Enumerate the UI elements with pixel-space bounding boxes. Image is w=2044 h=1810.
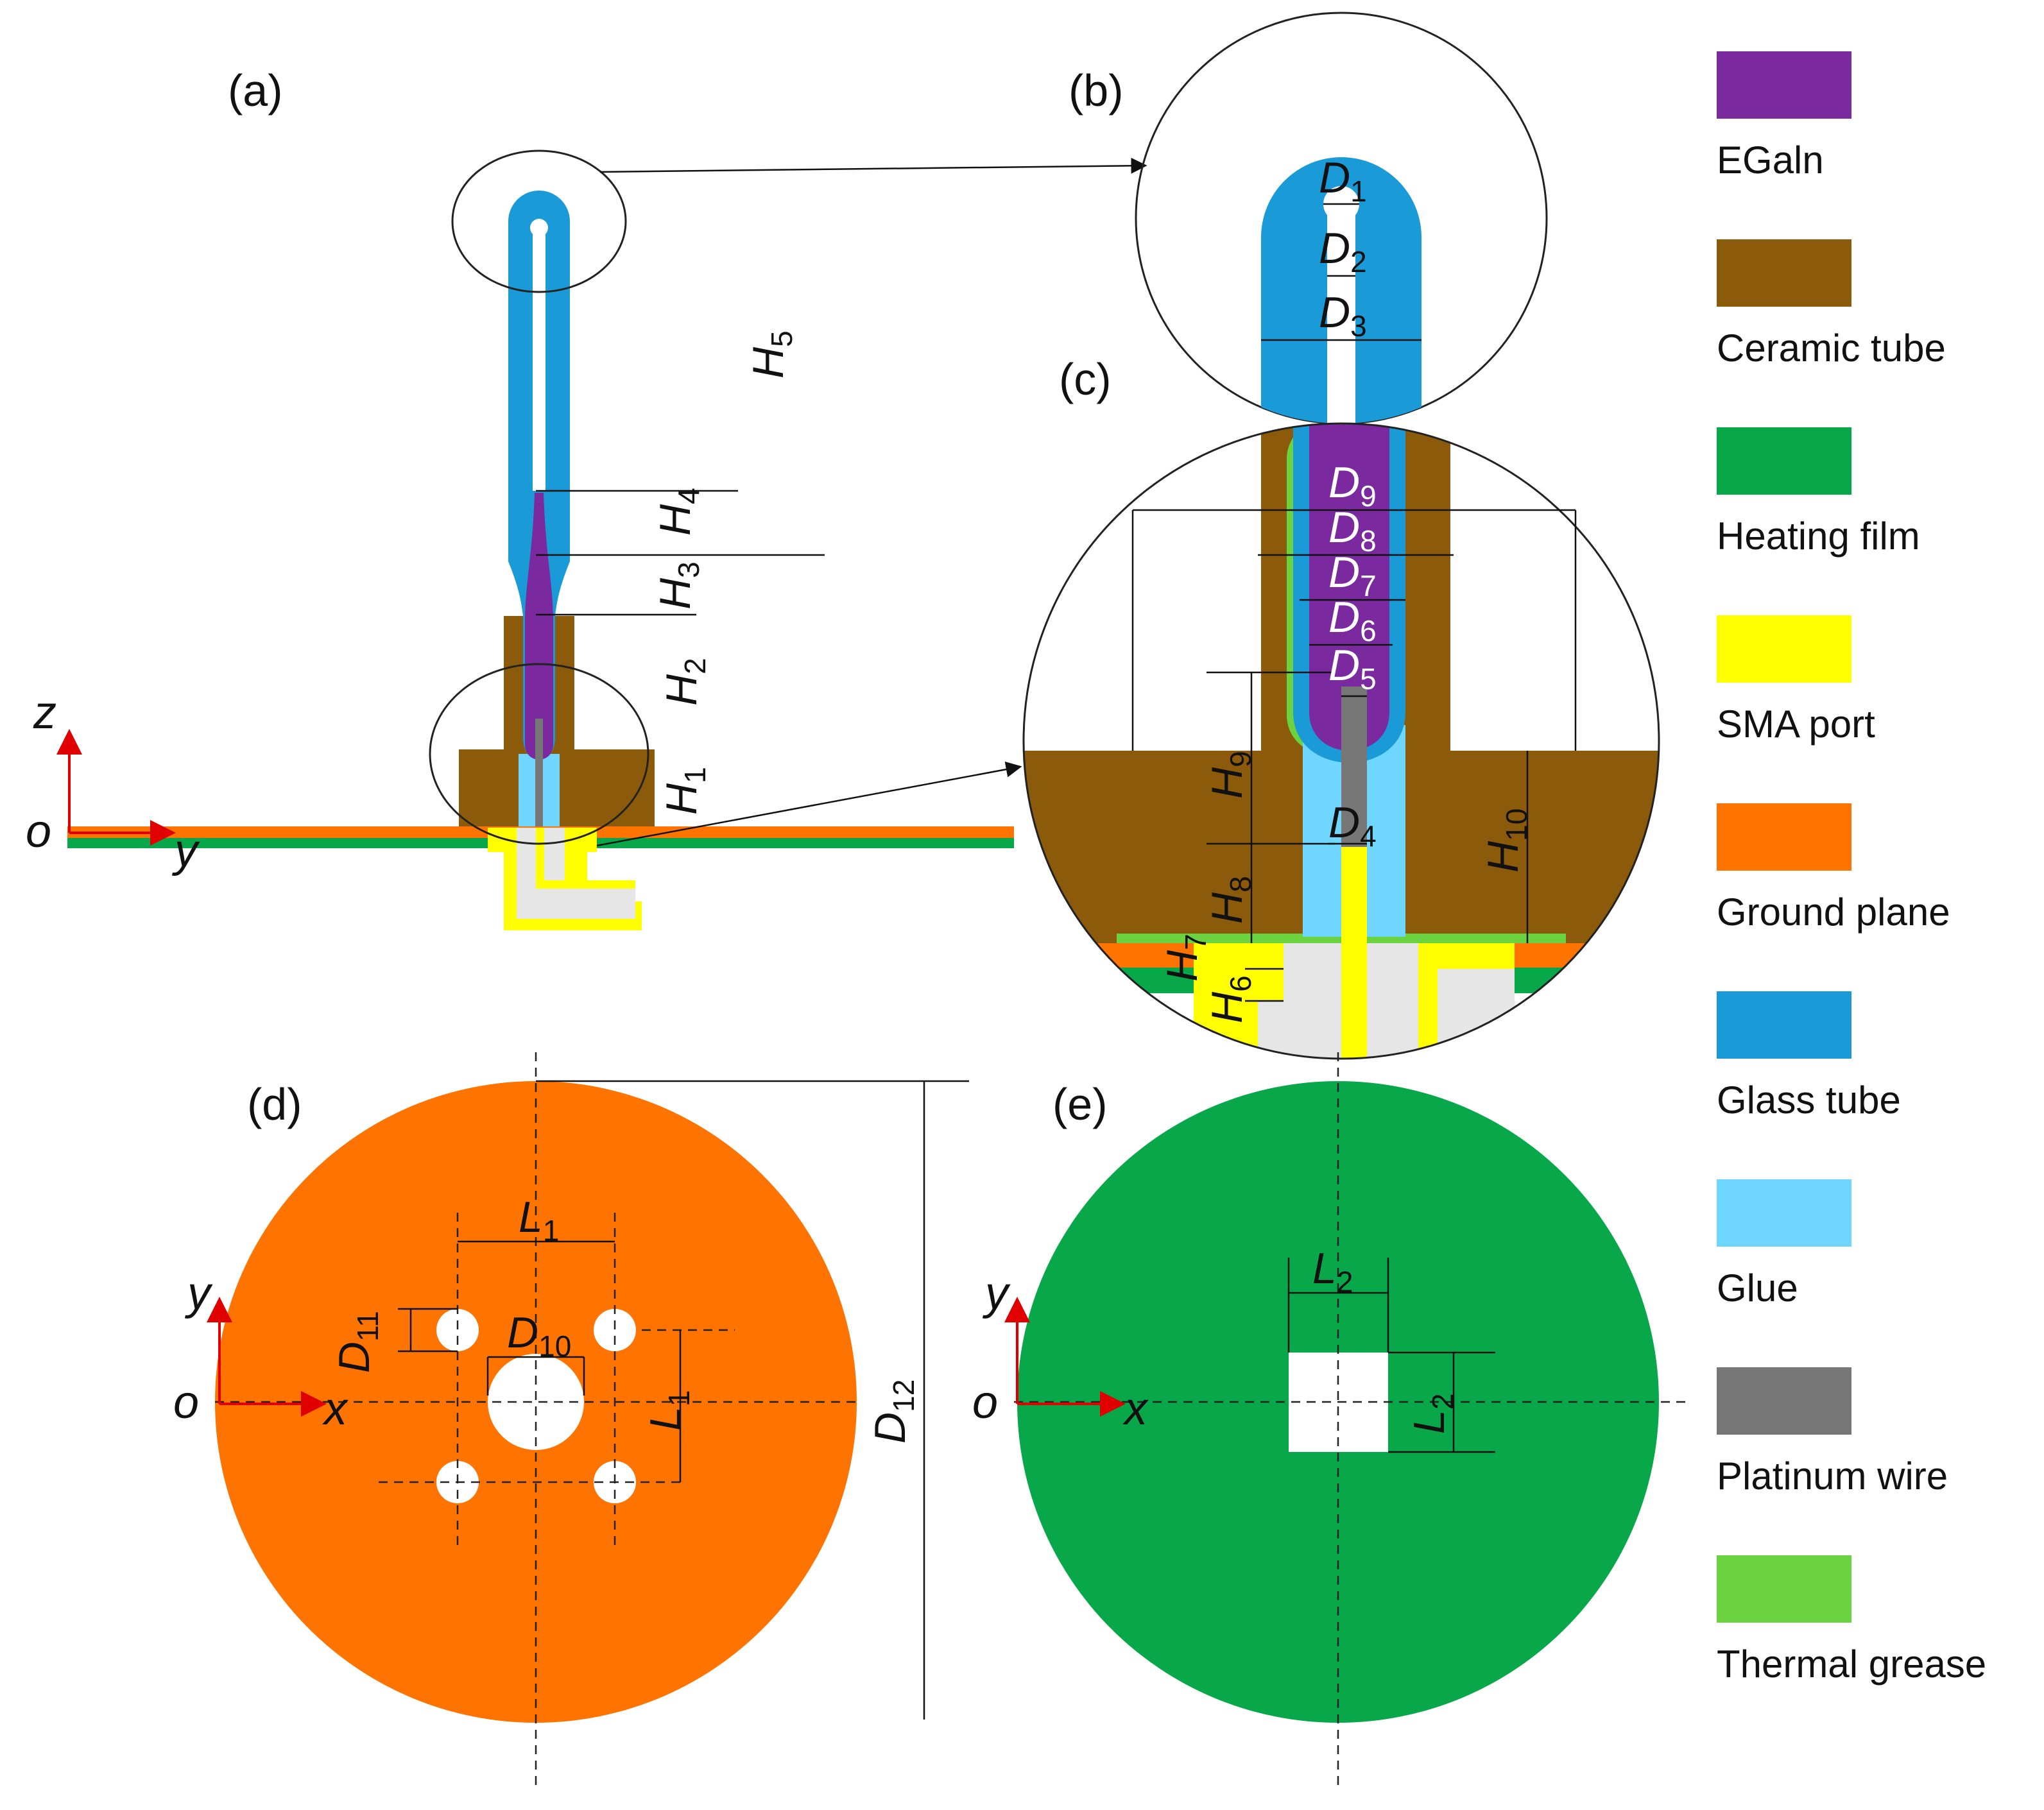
axis-y-label-e: y xyxy=(982,1268,1011,1319)
axis-z-label: z xyxy=(33,687,56,739)
dim-h5: H5 xyxy=(744,330,798,379)
dim-d12: D12 xyxy=(866,1379,920,1444)
sma-flange-zoom xyxy=(1219,962,1284,988)
legend-swatch-7 xyxy=(1717,1367,1851,1435)
legend-label-6: Glue xyxy=(1717,1267,1798,1310)
sma-pin-side xyxy=(536,828,635,889)
legend-swatch-8 xyxy=(1717,1555,1851,1623)
zoom-arrow-c xyxy=(596,761,1022,847)
panel-label-e: (e) xyxy=(1052,1079,1108,1129)
platinum-wire-side xyxy=(535,719,543,826)
glass-slot-tip xyxy=(1327,212,1355,423)
dim-d2: D2 xyxy=(1319,224,1367,278)
zoom-circle-c xyxy=(1022,422,1660,1060)
sma-gap-left-zoom xyxy=(1258,1001,1284,1059)
axis-x-label-e: x xyxy=(1122,1383,1149,1435)
legend-swatch-0 xyxy=(1717,51,1851,119)
dim-d11: D11 xyxy=(330,1311,384,1373)
glass-slot-side xyxy=(533,228,545,491)
dim-l1-top: L1 xyxy=(519,1193,559,1247)
panel-label-d: (d) xyxy=(247,1079,302,1129)
dim-d3: D3 xyxy=(1319,288,1367,343)
dim-h1: H1 xyxy=(657,767,712,815)
dim-h7: H7 xyxy=(1158,934,1212,982)
sma-pin-zoom xyxy=(1341,847,1367,1059)
legend-label-7: Platinum wire xyxy=(1717,1455,1948,1498)
panel-a: (a) H4 H3 H2 H1 H5 xyxy=(26,65,1147,930)
legend-label-3: SMA port xyxy=(1717,703,1875,746)
bolt-hole-tl xyxy=(436,1309,479,1351)
egain-zoom xyxy=(1309,423,1389,751)
legend-swatch-3 xyxy=(1717,615,1851,683)
dim-h6: H6 xyxy=(1203,975,1257,1023)
dim-d8: D8 xyxy=(1328,503,1377,558)
dim-d10: D10 xyxy=(507,1308,571,1363)
dim-h10: H10 xyxy=(1479,808,1533,873)
zoom-arrow-b xyxy=(599,157,1147,174)
legend-label-5: Glass tube xyxy=(1717,1079,1901,1122)
dim-l1-right: L1 xyxy=(641,1390,696,1431)
axis-x-label-d: x xyxy=(322,1383,349,1435)
legend-swatch-5 xyxy=(1717,991,1851,1059)
legend-label-0: EGaln xyxy=(1717,139,1824,182)
legend-label-4: Ground plane xyxy=(1717,891,1950,934)
bolt-hole-tr xyxy=(594,1309,636,1351)
legend-swatch-4 xyxy=(1717,803,1851,871)
zoom-circle-bottom xyxy=(429,663,649,845)
glass-hole-side xyxy=(530,219,548,237)
legend-label-1: Ceramic tube xyxy=(1717,327,1946,370)
panel-c: (c) xyxy=(1022,354,1660,1060)
legend-swatch-1 xyxy=(1717,239,1851,307)
dim-d4: D4 xyxy=(1328,798,1377,853)
platinum-wire-zoom xyxy=(1341,687,1367,847)
legend-label-2: Heating film xyxy=(1717,515,1920,558)
panel-b: (b) D1 D2 D3 xyxy=(1069,12,1548,425)
dim-d5: D5 xyxy=(1328,641,1377,696)
panel-d: (d) L1 L1 D10 D11 D12 y xyxy=(173,1052,969,1790)
legend-swatch-6 xyxy=(1717,1179,1851,1247)
dim-h3: H3 xyxy=(651,561,705,610)
dim-d1: D1 xyxy=(1319,153,1367,208)
panel-e: (e) L2 L2 y o x xyxy=(972,1052,1688,1790)
legend-swatch-2 xyxy=(1717,427,1851,495)
dim-l2-top: L2 xyxy=(1312,1244,1353,1299)
axis-origin-a: o xyxy=(26,806,51,857)
sma-dielectric-side xyxy=(517,828,635,919)
panel-label-c: (c) xyxy=(1059,354,1112,404)
dim-h2: H2 xyxy=(657,658,712,706)
dim-d6: D6 xyxy=(1328,593,1377,647)
dim-l2-right: L2 xyxy=(1405,1394,1459,1434)
dim-d9: D9 xyxy=(1328,458,1377,513)
axis-y-label-d: y xyxy=(184,1268,213,1319)
dim-h4: H4 xyxy=(651,488,705,536)
panel-label-a: (a) xyxy=(228,65,283,115)
sma-gap-zoom xyxy=(1438,969,1515,1059)
zoom-circle-top xyxy=(451,149,627,293)
dim-h8: H8 xyxy=(1203,876,1257,924)
panel-label-b: (b) xyxy=(1069,65,1124,115)
legend-label-8: Thermal grease xyxy=(1717,1643,1986,1686)
center-hole xyxy=(488,1354,584,1450)
axis-origin-e: o xyxy=(972,1377,998,1428)
axis-origin-d: o xyxy=(173,1377,199,1428)
egain-column-side xyxy=(525,493,553,760)
dim-d7: D7 xyxy=(1328,548,1377,602)
axis-y-label-a: y xyxy=(171,825,200,876)
dim-h9: H9 xyxy=(1203,751,1257,799)
